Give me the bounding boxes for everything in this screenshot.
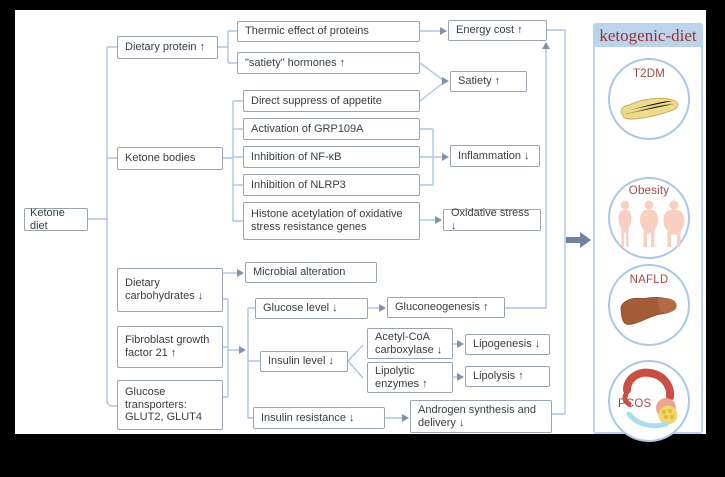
pancreas-icon [620,97,679,120]
node-insulin-resistance: Insulin resistance ↓ [253,407,385,429]
disease-circle-t2dm: T2DM [608,58,690,140]
panel-title: ketogenic-diet [595,25,701,47]
disease-circle-nafld: NAFLD [608,264,690,346]
node-microbial-alteration: Microbial alteration [245,262,377,283]
node-dietary-protein: Dietary protein ↑ [117,36,218,59]
liver-icon [620,297,677,325]
node-satiety: Satiety ↑ [450,71,527,92]
node-lipogenesis: Lipogenesis ↓ [465,334,550,355]
node-ketone-diet: Ketone diet [24,207,88,232]
node-direct-suppress: Direct suppress of appetite [243,90,420,112]
node-histone-acetylation: Histone acetylation of oxidative stress … [243,202,420,240]
node-androgen-synthesis: Androgen synthesis and delivery ↓ [410,400,552,433]
node-acetyl-coa: Acetyl-CoA carboxylase ↓ [367,328,453,359]
node-glucose-level: Glucose level ↓ [255,298,368,319]
node-insulin-level: Insulin level ↓ [260,351,348,372]
node-oxidative-stress: Oxidative stress ↓ [443,207,541,232]
node-satiety-hormones: "satiety" hormones ↑ [237,52,420,74]
disease-label-t2dm: T2DM [632,68,666,80]
ketogenic-diet-panel: ketogenic-diet T2DM Obesity [593,23,703,442]
obesity-figures-icon [618,200,685,247]
node-grp109a: Activation of GRP109A [243,118,420,140]
node-thermic-effect: Thermic effect of proteins [237,21,420,42]
node-gluconeogenesis: Gluconeogenesis ↑ [387,297,505,318]
node-nlrp3: Inhibition of NLRP3 [243,174,420,196]
node-nfkb: Inhibition of NF-κB [243,146,420,168]
node-inflammation: Inflammation ↓ [450,145,540,167]
disease-circle-obesity: Obesity [608,177,690,259]
node-ketone-bodies: Ketone bodies [117,147,223,170]
node-lipolytic-enzymes: Lipolytic enzymes ↑ [367,362,453,393]
uterus-ovary-icon [622,368,678,429]
disease-circle-pcos: PCOS [608,360,690,442]
node-energy-cost: Energy cost ↑ [448,20,547,41]
disease-label-nafld: NAFLD [629,274,669,286]
node-fgf21: Fibroblast growth factor 21 ↑ [117,326,223,368]
node-lipolysis: Lipolysis ↑ [465,366,550,387]
node-dietary-carbohydrates: Dietary carbohydrates ↓ [117,268,223,312]
node-glucose-transporters: Glucose transporters: GLUT2, GLUT4 [117,380,223,430]
disease-label-obesity: Obesity [628,185,670,197]
